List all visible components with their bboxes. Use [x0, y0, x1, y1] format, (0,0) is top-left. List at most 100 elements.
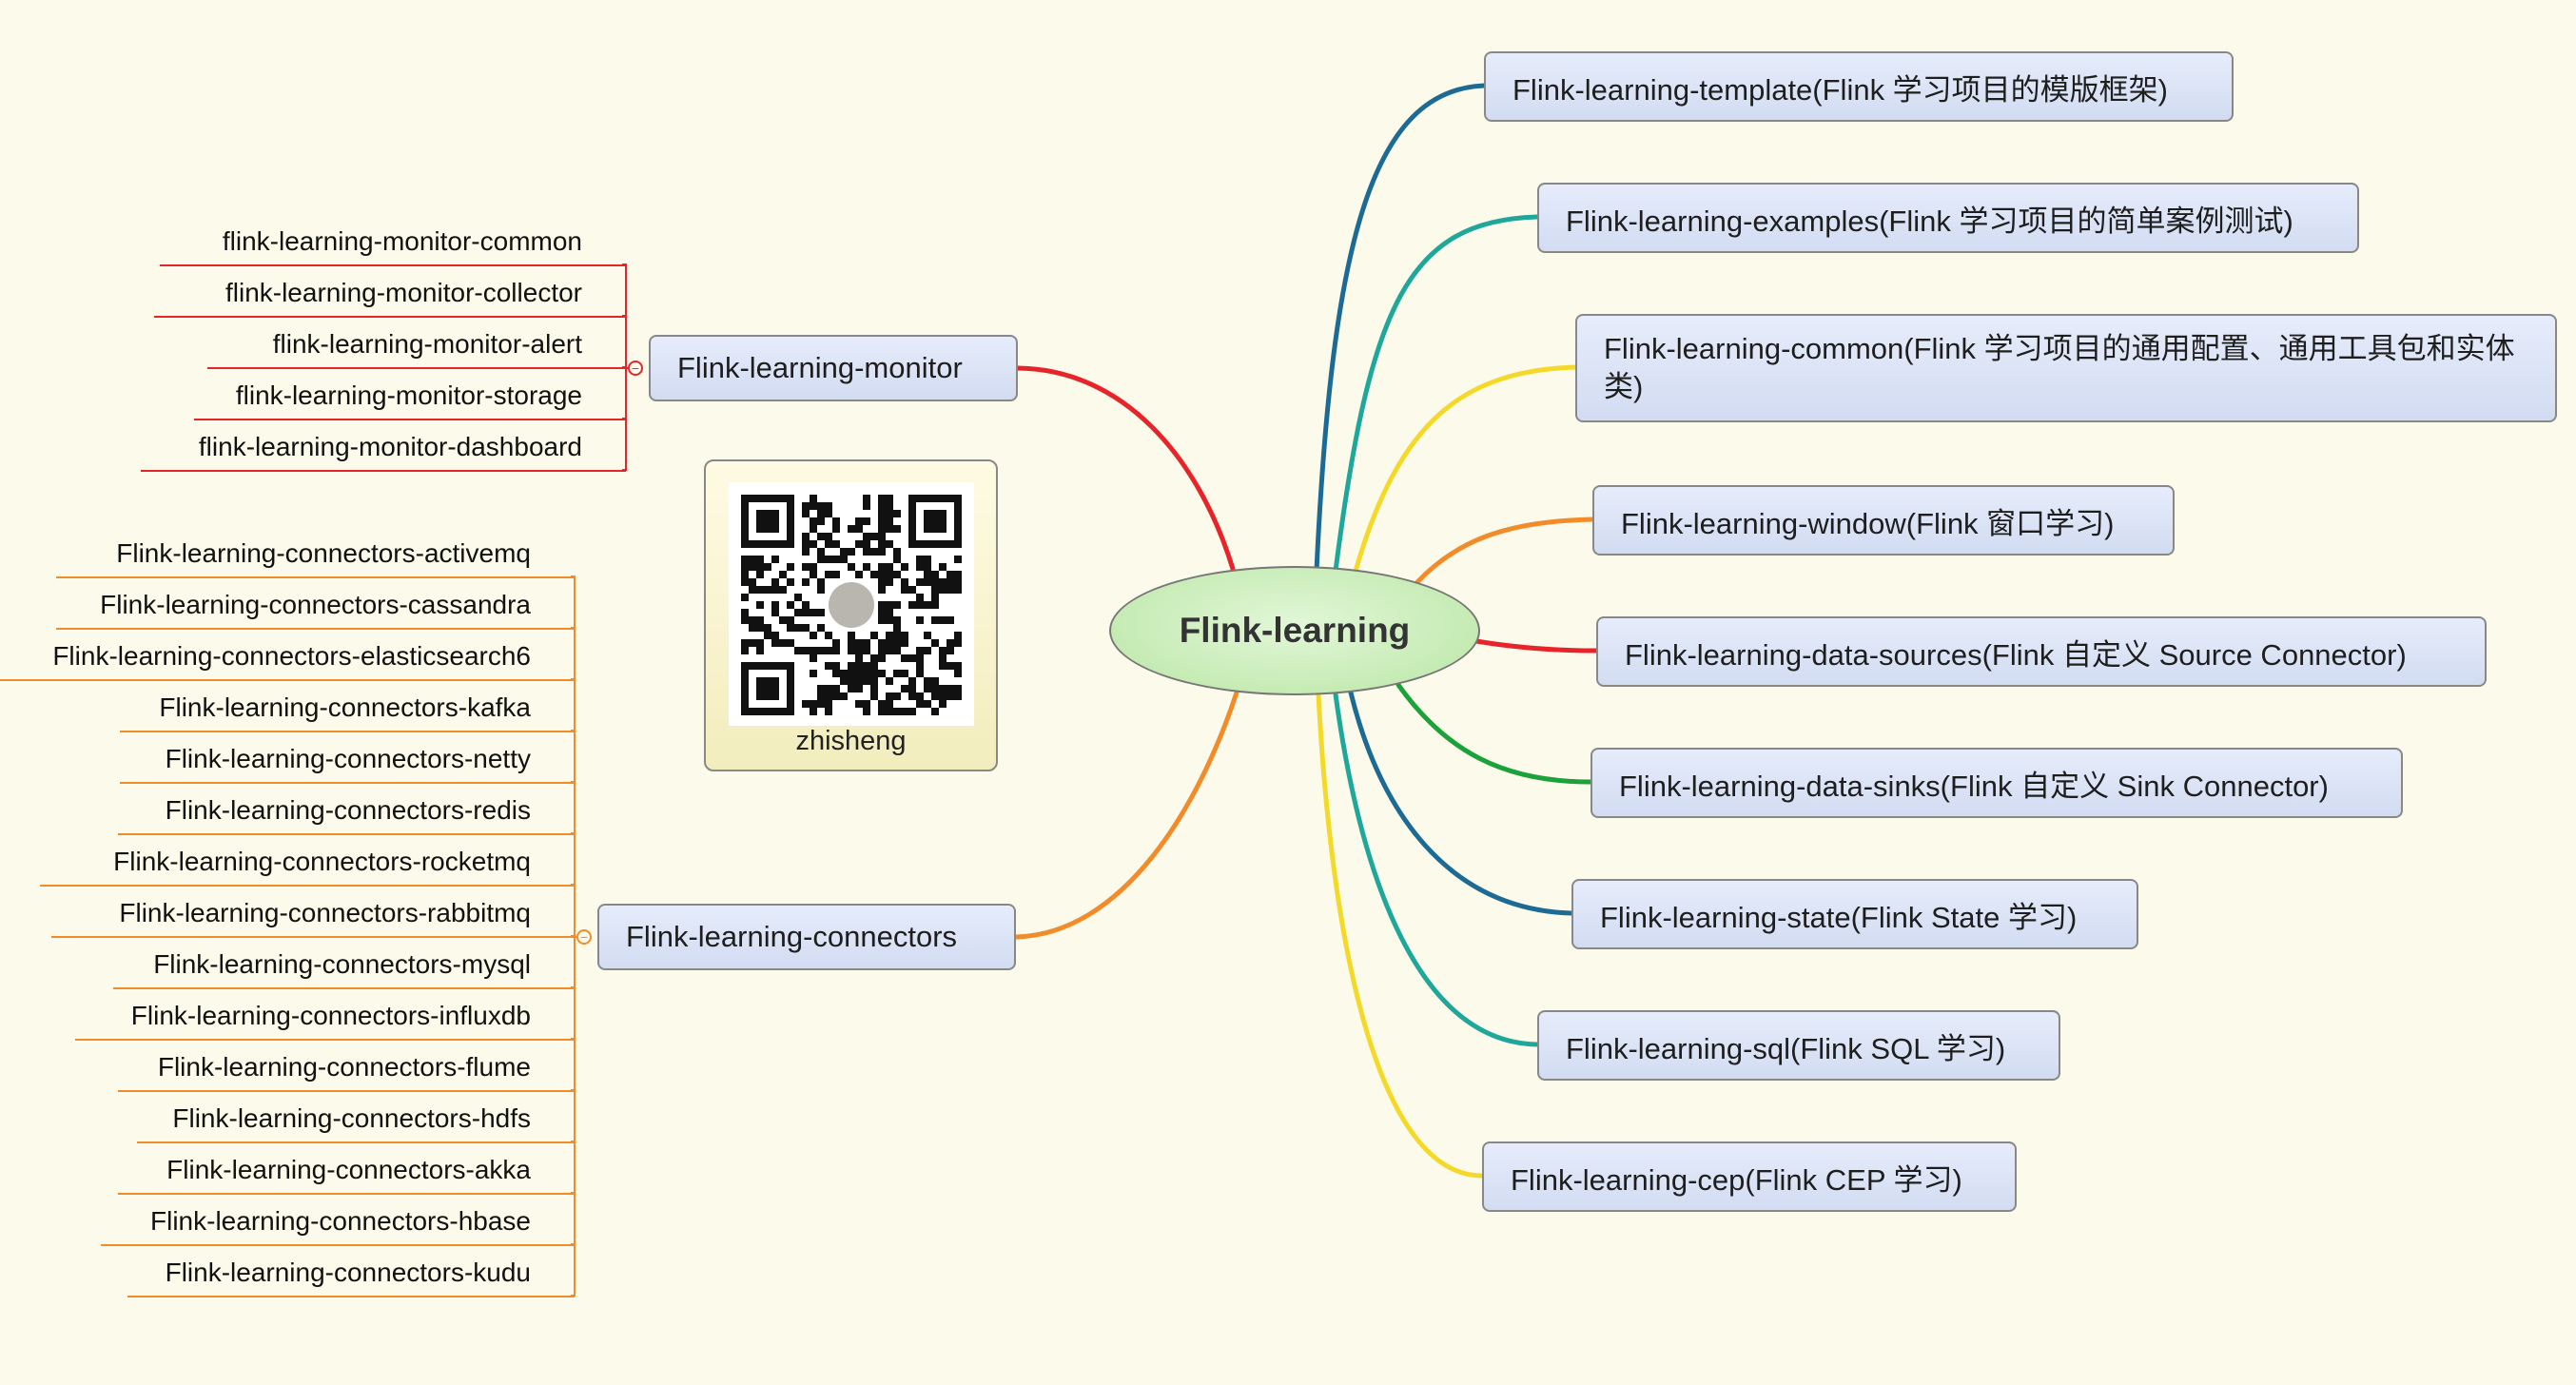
monitor-leaf[interactable]: flink-learning-monitor-alert — [272, 329, 582, 359]
qr-module — [886, 563, 893, 571]
connector-leaf[interactable]: Flink-learning-connectors-elasticsearch6 — [52, 641, 531, 671]
topic-data-sources[interactable]: Flink-learning-data-sources(Flink 自定义 So… — [1596, 616, 2487, 687]
qr-module — [817, 510, 825, 517]
connector-leaf[interactable]: Flink-learning-connectors-netty — [165, 744, 531, 773]
qr-module — [878, 654, 886, 662]
branch-line-cep — [1316, 692, 1485, 1179]
qr-module — [886, 632, 893, 639]
topic-common[interactable]: Flink-learning-common(Flink 学习项目的通用配置、通用… — [1575, 314, 2557, 422]
qr-module — [848, 639, 855, 647]
qr-module — [764, 632, 771, 639]
monitor-leaf[interactable]: flink-learning-monitor-storage — [235, 380, 582, 410]
qr-module — [924, 685, 931, 692]
qr-module — [756, 647, 764, 654]
qr-module — [878, 670, 886, 677]
qr-module — [840, 670, 848, 677]
connector-leaf-underline — [120, 731, 575, 732]
qr-module — [817, 556, 825, 563]
connector-leaf[interactable]: Flink-learning-connectors-cassandra — [100, 590, 531, 619]
connector-leaf[interactable]: Flink-learning-connectors-rocketmq — [113, 847, 531, 876]
qr-module — [810, 670, 817, 677]
qr-module — [931, 692, 939, 700]
qr-module — [817, 533, 825, 540]
qr-module — [741, 594, 749, 601]
connector-leaf-underline — [118, 833, 575, 835]
connector-leaf[interactable]: Flink-learning-connectors-hbase — [150, 1206, 531, 1236]
connector-leaf-underline — [51, 936, 575, 938]
connector-leaf[interactable]: Flink-learning-connectors-flume — [157, 1052, 531, 1082]
branch-line-sql — [1333, 692, 1540, 1047]
central-topic[interactable]: Flink-learning — [1109, 566, 1480, 695]
qr-module — [802, 624, 810, 632]
monitor-collapse-toggle[interactable]: − — [628, 361, 643, 376]
qr-module — [855, 639, 863, 647]
qr-module — [848, 685, 855, 692]
qr-module — [802, 578, 810, 586]
qr-module — [924, 647, 931, 654]
connector-leaf[interactable]: Flink-learning-connectors-mysql — [153, 949, 531, 979]
qr-module — [878, 586, 886, 594]
qr-module — [931, 616, 939, 624]
qr-module — [863, 670, 870, 677]
qr-module — [863, 502, 870, 510]
connector-leaf[interactable]: Flink-learning-connectors-rabbitmq — [119, 898, 531, 927]
qr-module — [893, 616, 901, 624]
topic-template[interactable]: Flink-learning-template(Flink 学习项目的模版框架) — [1484, 51, 2234, 122]
qr-module — [840, 556, 848, 563]
connectors-collapse-toggle[interactable]: − — [576, 929, 592, 945]
topic-state[interactable]: Flink-learning-state(Flink State 学习) — [1571, 879, 2138, 949]
qr-module — [810, 632, 817, 639]
connector-leaf[interactable]: Flink-learning-connectors-activemq — [116, 538, 531, 568]
qr-module — [878, 510, 886, 517]
qr-module — [855, 654, 863, 662]
qr-module — [939, 700, 946, 708]
qr-module — [870, 685, 878, 692]
qr-module — [802, 533, 810, 540]
topic-connectors[interactable]: Flink-learning-connectors — [597, 904, 1016, 970]
topic-examples[interactable]: Flink-learning-examples(Flink 学习项目的简单案例测… — [1537, 183, 2359, 253]
connector-leaf[interactable]: Flink-learning-connectors-redis — [165, 795, 531, 825]
connector-leaf[interactable]: Flink-learning-connectors-akka — [166, 1155, 531, 1184]
topic-window[interactable]: Flink-learning-window(Flink 窗口学习) — [1592, 485, 2175, 556]
monitor-leaf-underline — [194, 419, 626, 420]
qr-module — [794, 594, 802, 601]
topic-data-sinks[interactable]: Flink-learning-data-sinks(Flink 自定义 Sink… — [1590, 748, 2403, 818]
monitor-leaf-underline — [207, 367, 626, 369]
qr-module — [954, 692, 962, 700]
branch-line-examples — [1333, 214, 1540, 574]
topic-sql[interactable]: Flink-learning-sql(Flink SQL 学习) — [1537, 1010, 2060, 1081]
connector-leaf[interactable]: Flink-learning-connectors-influxdb — [130, 1001, 531, 1030]
qr-module — [802, 647, 810, 654]
qr-module — [863, 647, 870, 654]
connector-leaf-underline — [56, 576, 575, 578]
monitor-leaf[interactable]: flink-learning-monitor-common — [222, 226, 582, 256]
qr-module — [848, 548, 855, 556]
topic-monitor[interactable]: Flink-learning-monitor — [649, 335, 1018, 401]
qr-module — [893, 571, 901, 578]
qr-module — [893, 548, 901, 556]
branch-line-window — [1415, 517, 1595, 585]
connector-leaf[interactable]: Flink-learning-connectors-hdfs — [172, 1103, 531, 1133]
qr-module — [810, 647, 817, 654]
qr-module — [787, 578, 794, 586]
monitor-leaf[interactable]: flink-learning-monitor-dashboard — [198, 432, 582, 461]
connector-leaf[interactable]: Flink-learning-connectors-kudu — [165, 1258, 531, 1287]
qr-module — [863, 563, 870, 571]
qr-module — [878, 540, 886, 548]
monitor-leaf[interactable]: flink-learning-monitor-collector — [224, 278, 582, 307]
qr-module — [863, 708, 870, 715]
qr-module — [893, 525, 901, 533]
connector-leaf[interactable]: Flink-learning-connectors-kafka — [159, 692, 531, 722]
qr-code-card: zhisheng — [704, 459, 998, 771]
qr-module — [916, 578, 924, 586]
qr-module — [901, 578, 908, 586]
topic-cep[interactable]: Flink-learning-cep(Flink CEP 学习) — [1482, 1141, 2017, 1212]
qr-module — [810, 654, 817, 662]
qr-module — [901, 654, 908, 662]
qr-module — [863, 662, 870, 670]
qr-module — [939, 586, 946, 594]
qr-module — [855, 540, 863, 548]
qr-module — [817, 609, 825, 616]
qr-module — [886, 616, 893, 624]
qr-module — [870, 692, 878, 700]
